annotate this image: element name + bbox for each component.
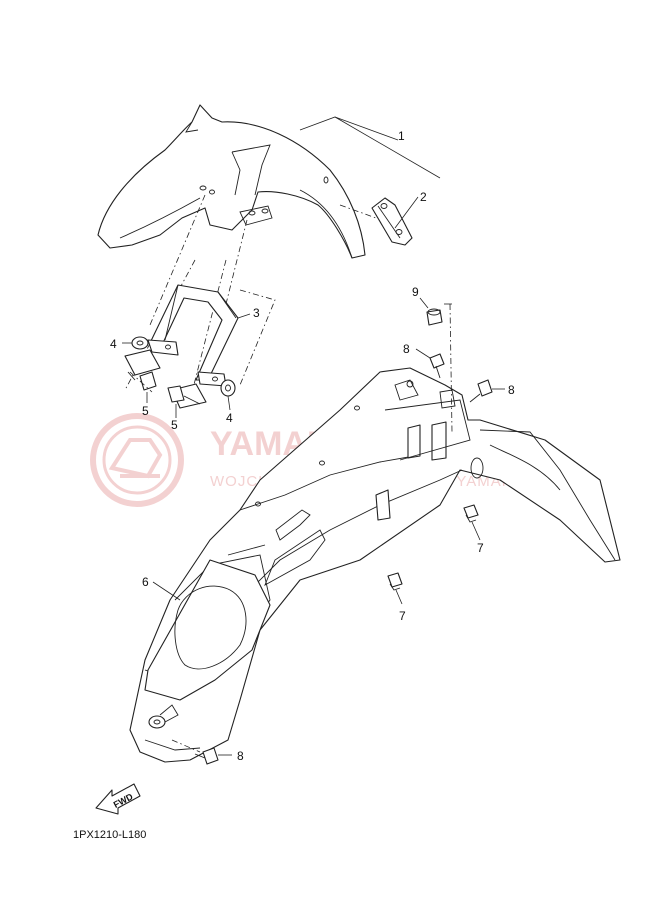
leader-2 — [394, 196, 419, 229]
bolt-8a — [429, 353, 445, 379]
leader-6 — [152, 581, 181, 601]
front-fender — [97, 104, 366, 401]
callout-9: 9 — [412, 285, 419, 299]
fender-brace-part — [147, 284, 276, 387]
washer-4b — [220, 379, 236, 397]
callout-5b: 5 — [171, 418, 178, 432]
bolt-5a — [124, 349, 161, 393]
callout-1: 1 — [398, 129, 405, 143]
fender-bracket-part — [339, 197, 413, 246]
callout-6: 6 — [142, 575, 149, 589]
callout-8c: 8 — [237, 749, 244, 763]
collar-9 — [426, 308, 443, 326]
callout-3: 3 — [253, 306, 260, 320]
washer-4a — [131, 336, 149, 350]
watermark-logo-icon — [90, 413, 184, 507]
callout-2: 2 — [420, 190, 427, 204]
callout-7b: 7 — [399, 609, 406, 623]
clip-7a — [463, 504, 479, 523]
clip-7b — [387, 572, 403, 591]
callout-5a: 5 — [142, 404, 149, 418]
bolt-8b — [469, 379, 493, 403]
callout-4b: 4 — [226, 411, 233, 425]
callout-7a: 7 — [477, 541, 484, 555]
bolt-8c — [171, 739, 219, 765]
callout-8a: 8 — [403, 342, 410, 356]
bolt-5b — [167, 383, 207, 409]
leader-3 — [237, 313, 251, 319]
rear-fender — [129, 367, 621, 763]
callout-8b: 8 — [508, 383, 515, 397]
diagram-code: 1PX1210-L180 — [73, 829, 146, 841]
fwd-arrow-icon: FWD — [95, 783, 141, 815]
callout-4a: 4 — [110, 337, 117, 351]
